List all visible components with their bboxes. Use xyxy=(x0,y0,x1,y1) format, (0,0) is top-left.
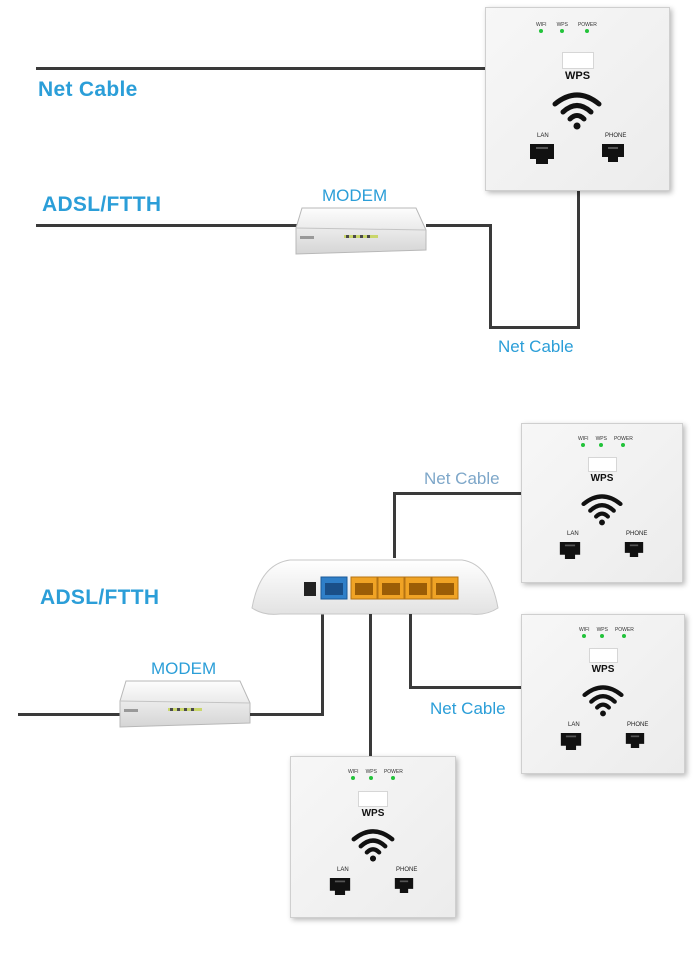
led-label: POWER xyxy=(383,769,403,775)
modem-to-switch-cable-h xyxy=(250,713,324,716)
wall-ap-panel-right-1: WIFI WPS POWER WPS LAN PHONE xyxy=(521,423,683,583)
wps-label: WPS xyxy=(591,664,615,675)
switch-to-panel2-cable-v xyxy=(409,614,412,688)
bottom-link-cable xyxy=(489,326,580,329)
lan-port-icon xyxy=(560,733,582,750)
lan-port-icon xyxy=(329,878,351,895)
net-cable-label-bottom-1: Net Cable xyxy=(424,469,500,488)
wifi-icon xyxy=(351,829,395,862)
led-indicator xyxy=(585,29,590,33)
led-label: WPS xyxy=(365,769,377,775)
led-indicator xyxy=(582,634,587,638)
phone-port-icon xyxy=(602,144,624,162)
led-indicator xyxy=(599,443,604,447)
wps-label: WPS xyxy=(590,473,614,484)
led-indicator xyxy=(539,29,544,33)
wps-button xyxy=(588,457,617,472)
phone-port-label: PHONE xyxy=(626,531,648,537)
phone-port-label: PHONE xyxy=(396,867,418,873)
modem-label: MODEM xyxy=(322,186,388,205)
panel-down-cable xyxy=(577,190,580,329)
led-indicator xyxy=(622,634,627,638)
led-label: WIFI xyxy=(579,627,590,633)
wps-label: WPS xyxy=(564,70,591,82)
phone-port-icon xyxy=(624,542,644,557)
led-indicator xyxy=(369,776,374,780)
wps-button xyxy=(358,791,388,807)
led-indicator xyxy=(621,443,626,447)
adsl-ftth-title-bottom: ADSL/FTTH xyxy=(40,586,160,609)
led-label: POWER xyxy=(613,436,633,442)
modem-out-cable-v xyxy=(489,224,492,328)
led-label: WPS xyxy=(595,436,607,442)
phone-port-label: PHONE xyxy=(605,133,627,139)
adsl-ftth-title: ADSL/FTTH xyxy=(42,193,162,216)
led-indicator xyxy=(581,443,586,447)
modem-to-switch-cable-v xyxy=(321,612,324,716)
wall-ap-panel-center: WIFI WPS POWER WPS LAN PHONE xyxy=(290,756,456,918)
lan-port-icon xyxy=(530,144,554,164)
led-indicator xyxy=(391,776,396,780)
wps-label: WPS xyxy=(361,808,385,819)
wall-ap-panel-right-2: WIFI WPS POWER WPS LAN PHONE xyxy=(521,614,685,774)
wps-button xyxy=(562,52,594,69)
network-switch xyxy=(251,559,499,615)
led-label: WIFI xyxy=(348,769,359,775)
lan-port-label: LAN xyxy=(337,867,349,873)
switch-to-panel1-cable-v xyxy=(393,492,396,558)
modem-label-bottom: MODEM xyxy=(151,659,217,678)
net-cable-line xyxy=(36,67,486,70)
led-row: WIFI WPS POWER xyxy=(579,627,634,638)
net-cable-title: Net Cable xyxy=(38,78,138,101)
modem-device-bottom xyxy=(119,680,251,728)
led-label: WIFI xyxy=(578,436,589,442)
led-row: WIFI WPS POWER xyxy=(578,436,633,447)
lan-port-label: LAN xyxy=(568,722,580,728)
led-label: WIFI xyxy=(536,22,547,28)
led-label: POWER xyxy=(577,22,597,28)
led-row: WIFI WPS POWER xyxy=(348,769,403,780)
led-indicator xyxy=(560,29,565,33)
wall-ap-panel-top: WIFI WPS POWER WPS LAN PHONE xyxy=(485,7,670,191)
wifi-icon xyxy=(582,685,624,717)
switch-to-panel3-cable-v xyxy=(369,614,372,756)
led-label: WPS xyxy=(556,22,568,28)
led-indicator xyxy=(351,776,356,780)
led-label: WPS xyxy=(596,627,608,633)
modem-out-cable-h xyxy=(426,224,492,227)
wps-button xyxy=(589,648,618,663)
modem-device xyxy=(295,207,427,255)
lan-port-label: LAN xyxy=(567,531,579,537)
led-row: WIFI WPS POWER xyxy=(536,22,597,33)
phone-port-icon xyxy=(394,878,414,893)
net-cable-label-bottom-2: Net Cable xyxy=(430,699,506,718)
switch-to-panel2-cable-h xyxy=(409,686,523,689)
adsl-cable-line-bottom xyxy=(18,713,122,716)
led-label: POWER xyxy=(614,627,634,633)
lan-port-icon xyxy=(559,542,581,559)
led-indicator xyxy=(600,634,605,638)
net-cable-label-top: Net Cable xyxy=(498,337,574,356)
wifi-icon xyxy=(552,92,602,130)
switch-to-panel1-cable-h xyxy=(393,492,523,495)
adsl-cable-line xyxy=(36,224,298,227)
lan-port-label: LAN xyxy=(537,133,549,139)
wifi-icon xyxy=(581,494,623,526)
phone-port-label: PHONE xyxy=(627,722,649,728)
phone-port-icon xyxy=(625,733,645,748)
